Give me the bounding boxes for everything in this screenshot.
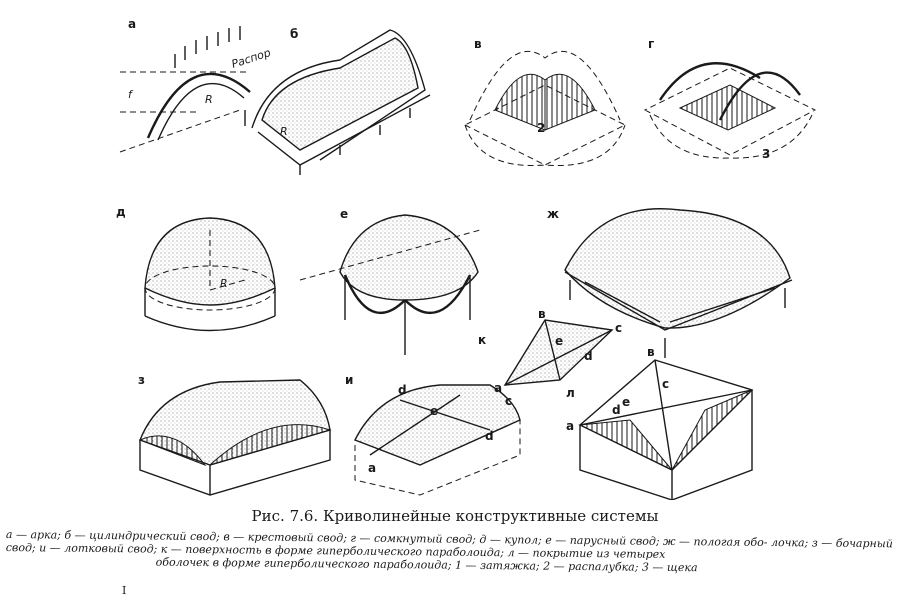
arch-dims: [120, 71, 250, 113]
label-radius-d: R: [220, 277, 228, 290]
diagram-d-dome: д R: [116, 205, 276, 332]
label-radius-a: R: [205, 93, 213, 106]
label-k-e: e: [555, 334, 563, 348]
barrel-end-right: [209, 424, 332, 466]
dome-radius: [209, 230, 246, 291]
sail-plan: [299, 229, 481, 281]
load-arrows: [174, 26, 241, 68]
label-k-c: c: [615, 321, 622, 335]
roof-ridges: [579, 359, 753, 471]
label-i-e: e: [430, 404, 438, 418]
diagram-l-four-hypar-shells: л в c e d a: [566, 345, 754, 500]
diagram-z-barrel-vault: з: [138, 373, 332, 496]
diagram-zh-shallow-shell: ж: [547, 207, 793, 358]
trough-base: [354, 420, 521, 496]
label-l-b: в: [647, 345, 655, 359]
figure-caption-legend: а — арка; б — цилиндрический свод; в — к…: [6, 528, 904, 576]
hypar-diagonals: [504, 319, 613, 386]
arch-outer: [146, 72, 251, 139]
label-l: л: [566, 386, 575, 400]
page-mark: I: [122, 584, 127, 597]
label-g: г: [648, 37, 654, 51]
trough-surface: [354, 384, 521, 466]
dome-drum: [144, 288, 276, 332]
shell-columns: [569, 280, 786, 358]
cloister-plan: [643, 67, 817, 159]
cloister-crown: [678, 84, 777, 131]
diagram-b-cylindrical-vault: б R: [251, 27, 431, 175]
roof-face-right: [671, 389, 753, 471]
label-z: з: [138, 373, 145, 387]
label-i-c: c: [505, 394, 512, 408]
arch-inner: [157, 82, 245, 141]
label-d: д: [116, 205, 126, 219]
label-radius-b: R: [280, 125, 288, 138]
cross-plan: [463, 84, 627, 166]
label-2: 2: [537, 121, 545, 135]
diagram-i-trough-vault: и d e c d a: [345, 373, 521, 496]
diagram-k-hypar: к в c e d a: [478, 307, 622, 395]
label-i: и: [345, 373, 353, 387]
label-f: f: [128, 88, 134, 101]
label-a: а: [128, 17, 136, 31]
vault-body: [251, 29, 426, 161]
diagram-g-cloister-vault: г 3: [643, 37, 817, 161]
label-l-e: e: [622, 395, 630, 409]
roof-face-left: [578, 419, 673, 471]
label-k-a: a: [494, 381, 502, 395]
label-k-b: в: [538, 307, 546, 321]
shell-glazing: [584, 281, 776, 323]
sail-arches: [343, 274, 472, 315]
curvilinear-structures-figure: а Распор R f б R в 2 г 3: [116, 17, 817, 500]
vault-surface: [261, 37, 419, 151]
roof-base: [579, 390, 753, 500]
barrel-end-left: [138, 435, 207, 467]
label-e: е: [340, 207, 348, 221]
label-b: б: [290, 27, 298, 41]
figure-caption-title: Рис. 7.6. Криволинейные конструктивные с…: [251, 507, 659, 525]
diagram-v-cross-vault: в 2: [463, 37, 627, 166]
label-i-a: a: [368, 461, 376, 475]
vault-supports: [299, 108, 411, 175]
label-l-a: a: [566, 419, 574, 433]
label-raspor: Распор: [230, 46, 272, 71]
label-3: 3: [762, 147, 770, 161]
label-zh: ж: [547, 207, 559, 221]
label-i-d: d: [485, 429, 494, 443]
cross-right-web: [544, 73, 596, 131]
cross-arcs-top: [469, 50, 621, 121]
label-l-c: c: [662, 377, 669, 391]
label-l-d: d: [612, 403, 621, 417]
diagram-a-arch: а Распор R f: [119, 17, 272, 153]
trough-lines: [369, 394, 491, 456]
barrel-base: [139, 430, 331, 496]
sail-surface: [339, 214, 479, 301]
arch-axis: [119, 109, 241, 153]
label-k-d: d: [584, 349, 593, 363]
shell-surface: [564, 208, 791, 329]
label-k: к: [478, 333, 486, 347]
sail-columns: [344, 275, 471, 355]
label-v: в: [474, 37, 482, 51]
label-i-d-top: d: [398, 383, 407, 397]
diagram-e-sail-vault: е: [299, 207, 481, 355]
